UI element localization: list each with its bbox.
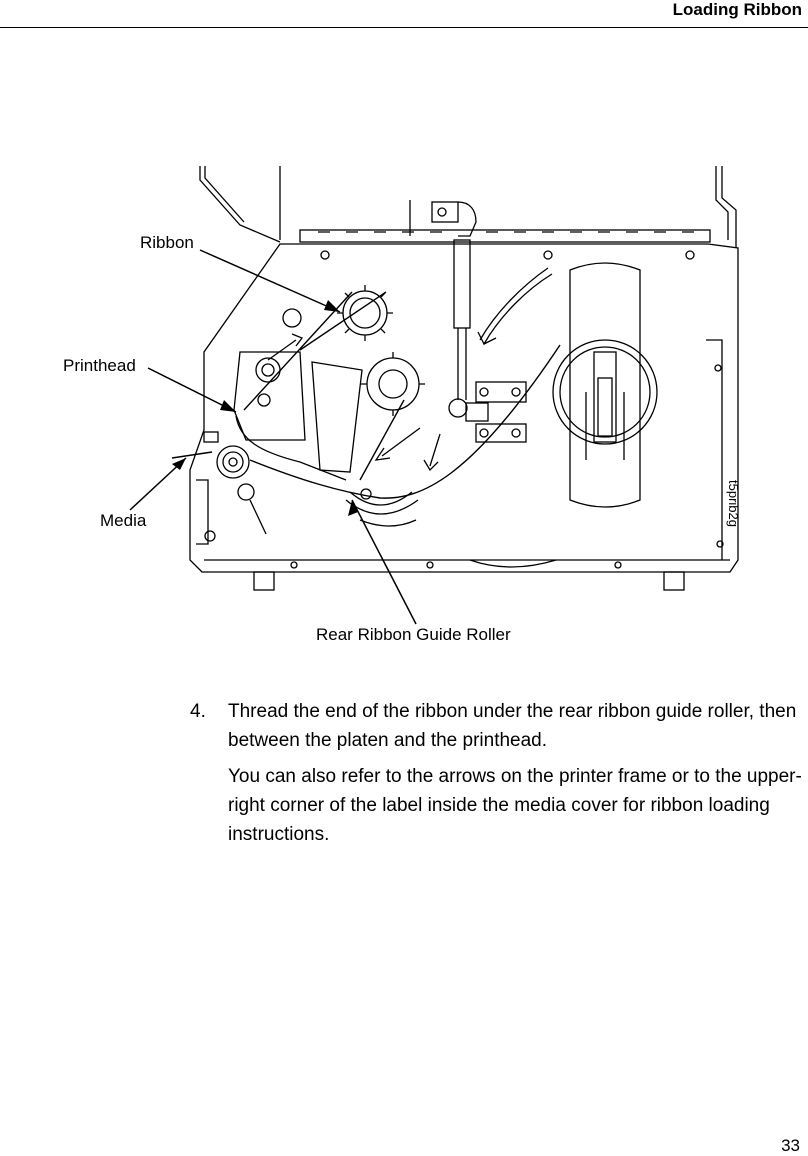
ribbon-supply-spindle (282, 285, 393, 341)
step-text: Thread the end of the ribbon under the r… (228, 701, 797, 751)
media-hub (552, 262, 658, 508)
callout-ribbon: Ribbon (140, 233, 194, 252)
callout-media: Media (100, 511, 147, 530)
figure-id: t5prib2g (726, 480, 741, 527)
direction-arrows (267, 267, 553, 472)
right-brackets (465, 381, 527, 443)
printer-ribbon-path-figure (129, 166, 739, 625)
running-header-title: Loading Ribbon (672, 0, 802, 19)
gas-spring (448, 239, 471, 418)
header-rule (0, 27, 808, 28)
printer-frame (189, 243, 739, 591)
leader-arrowheads (172, 300, 358, 516)
platen-roller (196, 431, 267, 545)
printer-cover (199, 166, 737, 248)
callout-leaders (129, 249, 417, 625)
ribbon-path (243, 291, 561, 499)
lid-bracket (431, 201, 477, 237)
page-number: 33 (781, 1136, 800, 1155)
hinge-bar (299, 229, 711, 260)
ribbon-takeup-spindle (361, 352, 425, 416)
callout-rear-ribbon-guide-roller: Rear Ribbon Guide Roller (316, 625, 511, 644)
callout-printhead: Printhead (63, 356, 136, 375)
step-note: You can also refer to the arrows on the … (228, 766, 802, 845)
step-number: 4. (190, 701, 206, 722)
rear-ribbon-guide-roller (345, 488, 419, 527)
printhead-assembly (233, 351, 363, 481)
